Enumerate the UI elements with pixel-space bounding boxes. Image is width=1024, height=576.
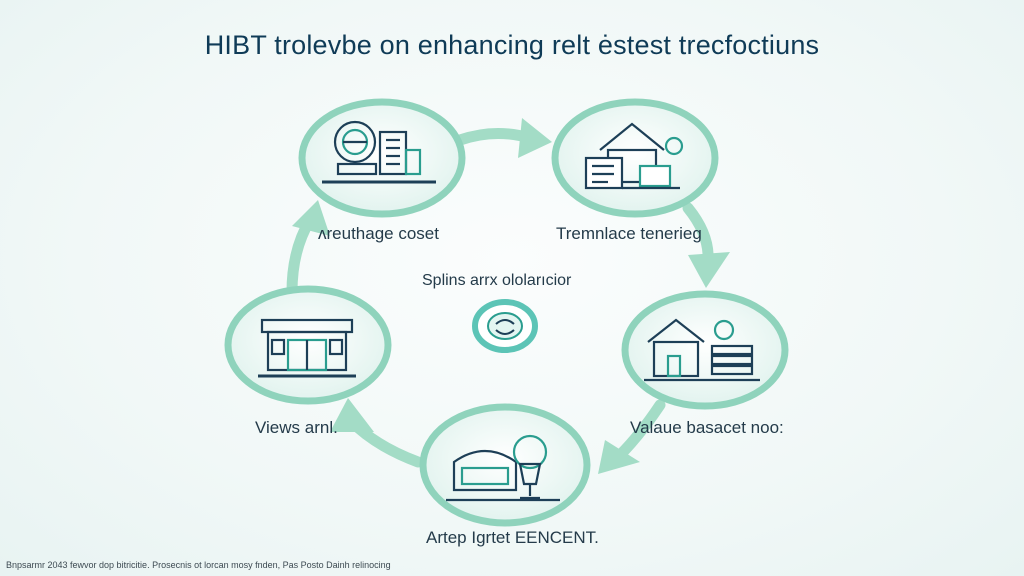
- house-server-icon: [644, 318, 760, 382]
- node-label-1: ᴧreuthage coset: [318, 224, 439, 243]
- arrow-bottom-left: [330, 398, 424, 468]
- house-documents-icon: [584, 122, 684, 190]
- node-circle-2: [551, 98, 719, 218]
- center-label: Splins arrx ololarıcior: [422, 272, 572, 289]
- arrow-right: [682, 202, 730, 288]
- node-circle-3: [621, 290, 789, 410]
- coin-icon: [472, 299, 538, 353]
- arrow-left: [286, 200, 330, 298]
- node-circle-4: [419, 403, 591, 527]
- arrow-bottom-right: [598, 399, 666, 474]
- node-label-3: Valaue basacet noo:: [630, 418, 784, 437]
- property-trophy-icon: [446, 434, 560, 502]
- node-label-2: Tremnlace tenerieg: [556, 224, 702, 243]
- storefront-icon: [258, 318, 356, 378]
- node-label-4: Artep Igrtet EENCENT.: [426, 528, 599, 547]
- building-icon: [322, 120, 436, 184]
- node-circle-1: [298, 98, 466, 218]
- footer-caption: Bnpsarmr 2043 fewvor dop bitricitie. Pro…: [6, 560, 391, 570]
- node-label-5: Views arnl.: [255, 418, 338, 437]
- page-title: HIBT trolevbe on enhancing relt ėstest t…: [204, 30, 820, 60]
- arrow-top: [454, 118, 552, 158]
